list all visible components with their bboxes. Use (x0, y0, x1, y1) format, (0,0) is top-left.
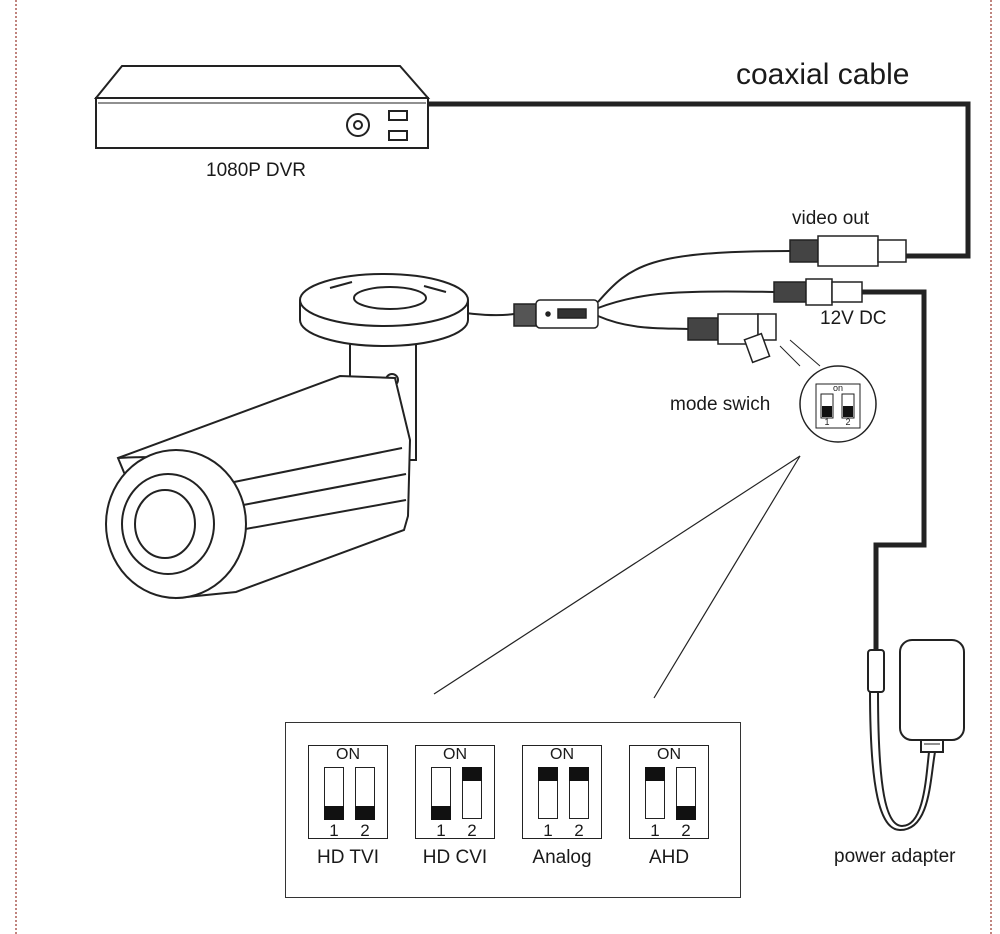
mode-switch-callout (779, 339, 877, 443)
dip-knob-2 (354, 805, 375, 820)
mode-name: HD CVI (422, 847, 488, 868)
video-out-connector (789, 235, 907, 267)
dip-knob-1 (323, 805, 344, 820)
dip-number-2: 2 (574, 821, 584, 840)
dip-slot-1 (323, 767, 344, 820)
left-border (15, 0, 17, 934)
dip-slot-1 (430, 767, 451, 820)
dc-connector (773, 278, 863, 306)
video-out-label: video out (792, 208, 870, 229)
dip-number-2: 2 (360, 821, 370, 840)
power-adapter-label: power adapter (834, 846, 956, 867)
dip-slot-2 (461, 766, 482, 819)
dip-knob-2 (675, 805, 696, 820)
dip-on-label: ON (336, 746, 360, 763)
mode-name: Analog (532, 847, 592, 868)
dip-slot-2 (675, 767, 696, 820)
dip-number-1: 1 (436, 821, 446, 840)
coaxial-cable-label: coaxial cable (736, 58, 910, 91)
right-border (990, 0, 992, 934)
dip-knob-2 (568, 766, 589, 781)
power-adapter (867, 639, 965, 832)
mode-analog: ON 1 2 Analog (522, 745, 602, 869)
dip-slot-1 (537, 766, 558, 819)
dip-number-1: 1 (650, 821, 660, 840)
dip-slot-2 (568, 766, 589, 819)
dip-switch: ON 1 2 (308, 745, 388, 840)
mode-switch-label: mode swich (670, 394, 771, 415)
dip-number-2: 2 (467, 821, 477, 840)
dip-knob-2 (461, 766, 482, 781)
dip-slot-2 (354, 767, 375, 820)
dip-on-label: ON (657, 746, 681, 763)
mode-name: AHD (648, 847, 690, 868)
dip-switch: ON 1 2 (629, 745, 709, 840)
dvr-unit (93, 65, 431, 149)
dvr-label: 1080P DVR (206, 160, 306, 181)
dip-on-label: ON (550, 746, 574, 763)
dip-switch: ON 1 2 (522, 745, 602, 840)
dip-knob-1 (644, 766, 665, 781)
dc-power-label: 12V DC (820, 308, 887, 329)
mode-panel-leader (433, 455, 801, 699)
dc-power-cable (862, 289, 927, 660)
mode-switch-connector (687, 313, 777, 364)
mini-switch-number-2: 2 (845, 417, 850, 427)
mode-hd-tvi: ON 1 2 HD TVI (308, 745, 388, 869)
dip-on-label: ON (443, 746, 467, 763)
dip-number-1: 1 (543, 821, 553, 840)
mode-ahd: ON 1 2 AHD (629, 745, 709, 869)
mode-hd-cvi: ON 1 2 HD CVI (415, 745, 495, 869)
coaxial-cable (428, 101, 971, 259)
mode-name: HD TVI (317, 847, 379, 868)
inline-connector (513, 299, 599, 329)
dip-knob-1 (537, 766, 558, 781)
dip-switch: ON 1 2 (415, 745, 495, 840)
mini-switch-on-label: on (833, 383, 843, 393)
camera-body (105, 374, 412, 600)
mini-switch-number-1: 1 (824, 417, 829, 427)
dip-slot-1 (644, 766, 665, 819)
mode-settings-panel: ON 1 2 HD TVI ON 1 2 HD CVI ON 1 2 Analo… (285, 722, 741, 898)
dip-number-1: 1 (329, 821, 339, 840)
dip-number-2: 2 (681, 821, 691, 840)
dip-knob-1 (430, 805, 451, 820)
